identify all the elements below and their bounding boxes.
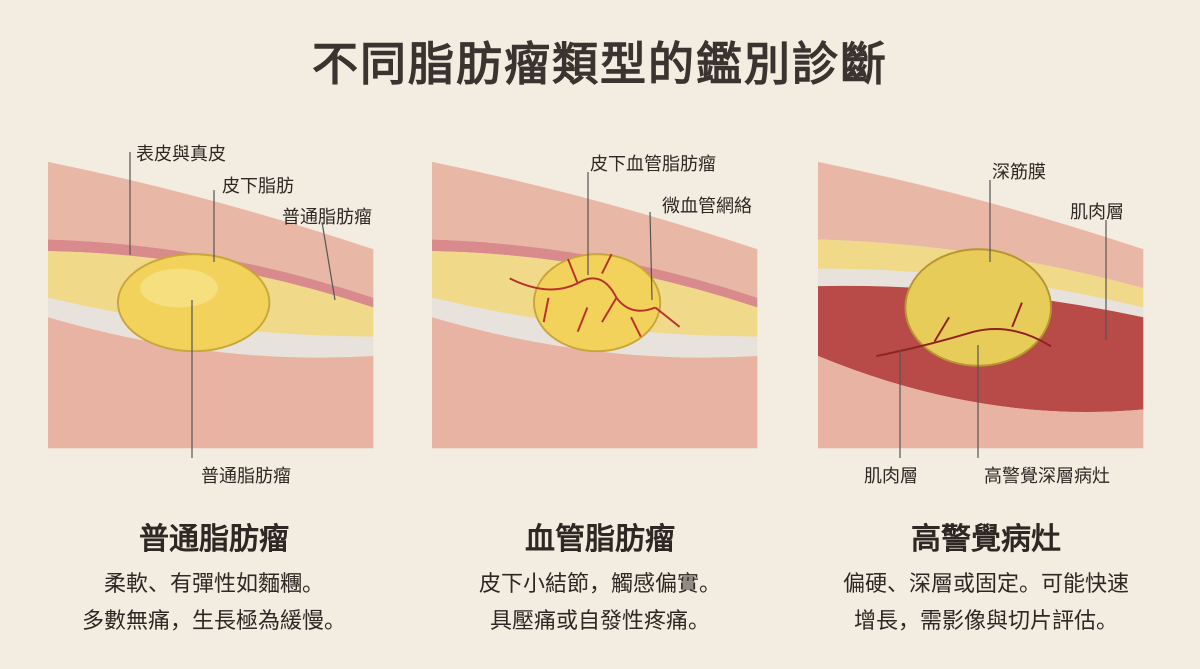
label-deep-fascia: 深筋膜: [992, 162, 1046, 183]
heading-angiolipoma: 血管脂肪瘤: [525, 522, 675, 557]
label-high-alert-deep-lesion: 高警覺深層病灶: [984, 466, 1110, 487]
high-alert-lesion-mass: [904, 248, 1053, 367]
page-title: 不同脂肪瘤類型的鑑別診斷: [312, 37, 888, 91]
label-capillary-network: 微血管網絡: [662, 196, 752, 217]
label-subcutaneous-fat: 皮下脂肪: [222, 176, 294, 197]
desc-common-line2: 多數無痛，生長極為緩慢。: [81, 609, 346, 634]
high-alert-illustration: [818, 161, 1144, 449]
desc-high-alert-line2: 增長，需影像與切片評估。: [853, 609, 1118, 634]
label-common-lipoma-bottom: 普通脂肪瘤: [201, 466, 291, 487]
angiolipoma-mass: [532, 253, 662, 353]
panel-common-lipoma: 表皮與真皮 皮下脂肪 普通脂肪瘤 普通脂肪瘤 普通脂肪瘤 柔軟、有彈性如麵糰。 …: [0, 0, 400, 669]
desc-angiolipoma-line1: 皮下小結節，觸感偏實。: [478, 572, 721, 597]
label-muscle-layer-bottom: 肌肉層: [864, 466, 918, 487]
label-common-lipoma-top: 普通脂肪瘤: [282, 207, 372, 228]
panel-angiolipoma: 皮下血管脂肪瘤 微血管網絡 血管脂肪瘤 皮下小結節，觸感偏實。 具壓痛或自發性疼…: [400, 0, 800, 669]
angiolipoma-illustration: [432, 161, 758, 449]
heading-high-alert: 高警覺病灶: [911, 522, 1061, 557]
desc-common-line1: 柔軟、有彈性如麵糰。: [103, 572, 324, 597]
desc-angiolipoma-line2: 具壓痛或自發性疼痛。: [489, 609, 710, 634]
label-muscle-layer-top: 肌肉層: [1070, 202, 1124, 223]
desc-high-alert-line1: 偏硬、深層或固定。可能快速: [842, 572, 1129, 597]
capillary-network: [509, 253, 681, 338]
heading-common-lipoma: 普通脂肪瘤: [139, 522, 289, 557]
label-subcutaneous-angiolipoma: 皮下血管脂肪瘤: [590, 154, 716, 175]
common-lipoma-illustration: [48, 161, 374, 449]
panel-high-alert-lesion: 深筋膜 肌肉層 肌肉層 高警覺深層病灶 高警覺病灶 偏硬、深層或固定。可能快速 …: [800, 0, 1200, 669]
label-epidermis-dermis: 表皮與真皮: [136, 144, 226, 165]
